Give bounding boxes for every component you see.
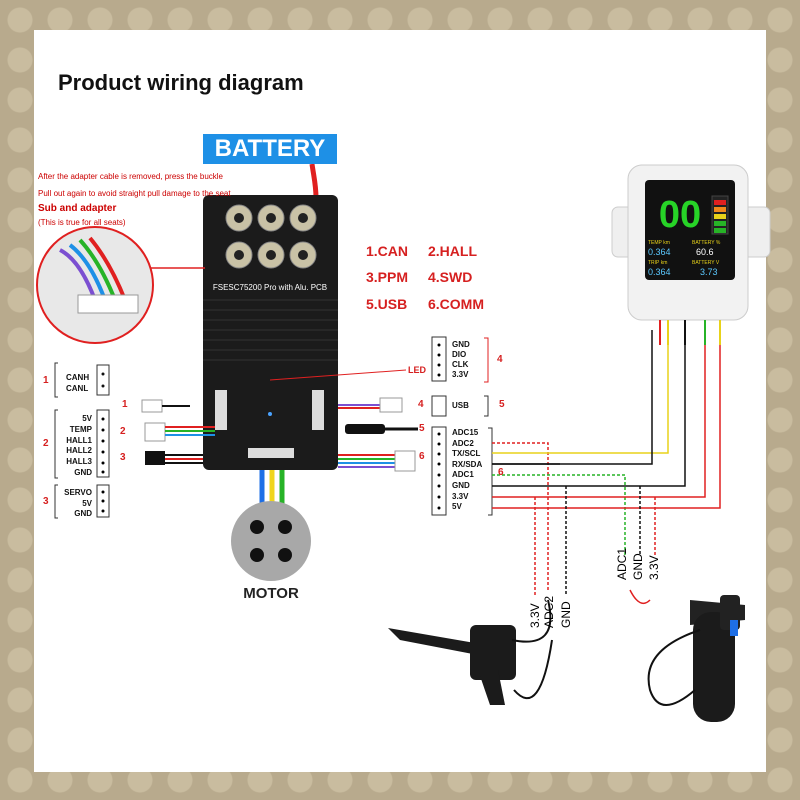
right-cables	[269, 369, 418, 472]
right-group-5-pin: USB	[452, 401, 469, 410]
capacitors	[225, 204, 317, 269]
connector-num-4: 4	[418, 399, 424, 410]
pin-label: ADC1	[452, 470, 474, 480]
signal-wires	[492, 330, 721, 595]
legend-ppm: 3.PPM	[366, 269, 409, 285]
left-pin-box-1	[54, 362, 110, 398]
pin-label: 5V	[82, 498, 92, 508]
display-temp-value: 0.364	[648, 247, 671, 257]
right-group-6-pins: ADC15 ADC2 TX/SCL RX/SDA ADC1 GND 3.3V 5…	[452, 428, 482, 513]
right-pin-box-6	[431, 426, 493, 516]
pin-label: GND	[74, 467, 92, 477]
right-group-6-num: 6	[498, 467, 504, 478]
right-pin-box-5	[431, 395, 489, 417]
pin-label: HALL2	[66, 446, 92, 456]
pin-label: GND	[452, 480, 470, 490]
pin-label: TEMP	[69, 424, 92, 434]
legend-swd: 4.SWD	[428, 269, 473, 285]
display-temp-label: TEMP km	[648, 240, 670, 246]
throttle-pin-2: GND	[631, 553, 645, 580]
display-trip-label: TRIP km	[648, 260, 667, 266]
connector-num-5: 5	[419, 423, 425, 434]
pin-label: ADC2	[452, 438, 474, 448]
brake-lever	[388, 599, 553, 705]
adapter-note-3: Sub and adapter	[38, 203, 117, 214]
display-unit	[611, 164, 771, 345]
pin-label: CANH	[66, 373, 90, 382]
board-label: FSESC75200 Pro with Alu. PCB	[213, 283, 327, 292]
pin-label: GND	[74, 509, 92, 518]
pin-label: GND	[452, 340, 470, 349]
pin-label: 5V	[452, 502, 462, 512]
left-pin-box-2	[54, 409, 110, 479]
connector-num-3: 3	[120, 452, 126, 463]
pin-label: 5V	[82, 414, 92, 423]
throttle	[629, 589, 745, 722]
page-title: Product wiring diagram	[58, 70, 304, 95]
legend-comm: 6.COMM	[428, 296, 484, 312]
battery-label: BATTERY	[203, 134, 337, 164]
right-group-5-num: 5	[499, 399, 505, 410]
display-batv-label: BATTERY V	[692, 260, 720, 266]
display-battery-label: BATTERY %	[692, 240, 721, 246]
adapter-note-2: Pull out again to avoid straight pull da…	[38, 189, 231, 198]
motor	[231, 501, 311, 581]
connector-num-2: 2	[120, 426, 126, 437]
display-battery-value: 60.6	[696, 247, 714, 257]
left-group-1-num: 1	[43, 375, 49, 386]
pin-label: RX/SDA	[452, 459, 483, 469]
connector-num-6: 6	[419, 451, 425, 462]
legend-hall: 2.HALL	[428, 243, 477, 259]
legend-usb: 5.USB	[366, 296, 408, 312]
pin-label: 3.3V	[452, 491, 469, 501]
pin-label: CANL	[66, 384, 89, 393]
right-group-4-num: 4	[497, 354, 503, 365]
led-label: LED	[408, 365, 426, 375]
left-group-2-pins: 5V TEMP HALL1 HALL2 HALL3 GND	[62, 414, 92, 479]
pin-label: CLK	[452, 360, 469, 369]
left-group-2-num: 2	[43, 438, 49, 449]
display-big-digits: 00	[659, 194, 701, 236]
pin-label: TX/SCL	[452, 449, 481, 459]
pin-label: SERVO	[64, 488, 92, 497]
throttle-pin-1: ADC1	[615, 548, 629, 580]
throttle-pin-3: 3.3V	[647, 555, 661, 580]
connector-num-1: 1	[122, 399, 128, 410]
left-pin-box-3	[54, 484, 110, 519]
brake-pin-1: 3.3V	[528, 603, 542, 628]
left-group-3-pins: SERVO 5V GND	[62, 488, 92, 520]
brake-pin-3: GND	[559, 601, 573, 628]
adapter-note-4: (This is true for all seats)	[38, 218, 126, 227]
right-group-4-pins: GND DIO CLK 3.3V	[452, 340, 470, 380]
pin-label: HALL1	[66, 435, 92, 445]
right-pin-box-4	[431, 336, 489, 383]
adapter-note-1: After the adapter cable is removed, pres…	[38, 172, 223, 181]
brake-pin-2: ADC2	[542, 596, 556, 628]
legend-can: 1.CAN	[366, 243, 409, 259]
display-trip-value: 0.364	[648, 267, 671, 277]
left-cables	[141, 399, 215, 465]
pin-label: 3.3V	[452, 370, 469, 379]
pin-label: HALL3	[66, 457, 92, 467]
pin-label: ADC15	[452, 428, 479, 437]
esc-controller: FSESC75200 Pro with Alu. PCB	[203, 195, 338, 470]
pin-label: DIO	[452, 350, 467, 359]
left-group-1-pins: CANH CANL	[66, 372, 89, 394]
display-batv-value: 3.73	[700, 267, 718, 277]
adapter-inset	[36, 226, 205, 344]
left-group-3-num: 3	[43, 496, 49, 507]
motor-label: MOTOR	[243, 585, 299, 602]
